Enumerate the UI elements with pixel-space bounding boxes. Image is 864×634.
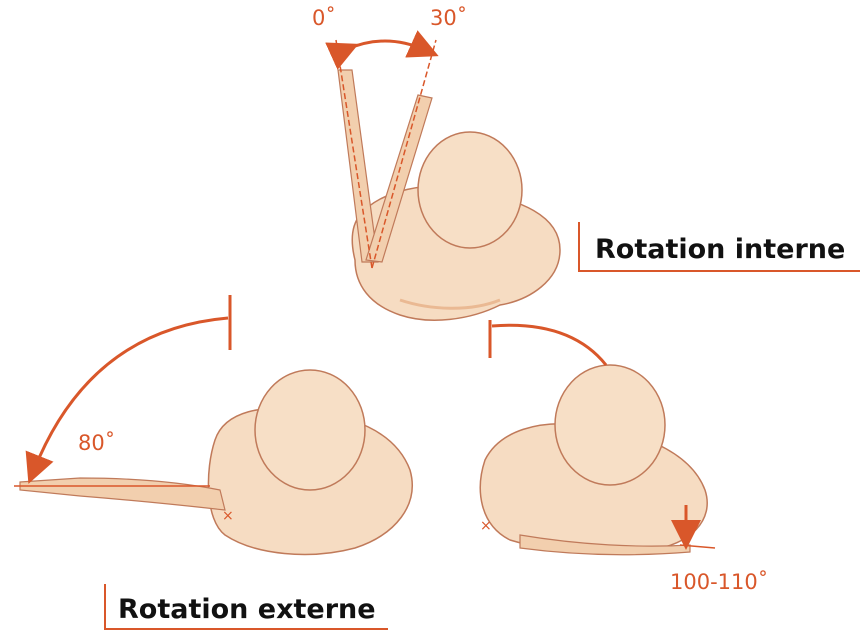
internal-rotation-arc	[492, 325, 606, 365]
top-figure-icon	[338, 70, 560, 320]
angle-label-0: 0˚	[312, 8, 336, 29]
external-rotation-title: Rotation externe	[118, 596, 376, 623]
right-figure-icon: ×	[480, 365, 707, 555]
angle-label-100-110: 100-110˚	[670, 572, 768, 593]
angle-label-80: 80˚	[78, 433, 115, 454]
center-mark-left: ×	[222, 508, 234, 524]
external-rotation-arrow	[34, 318, 228, 470]
internal-rotation-arrow	[345, 41, 425, 50]
angle-label-30: 30˚	[430, 8, 467, 29]
left-figure-icon: ×	[20, 370, 412, 554]
center-mark-right: ×	[480, 518, 492, 534]
internal-rotation-title: Rotation interne	[595, 236, 845, 263]
